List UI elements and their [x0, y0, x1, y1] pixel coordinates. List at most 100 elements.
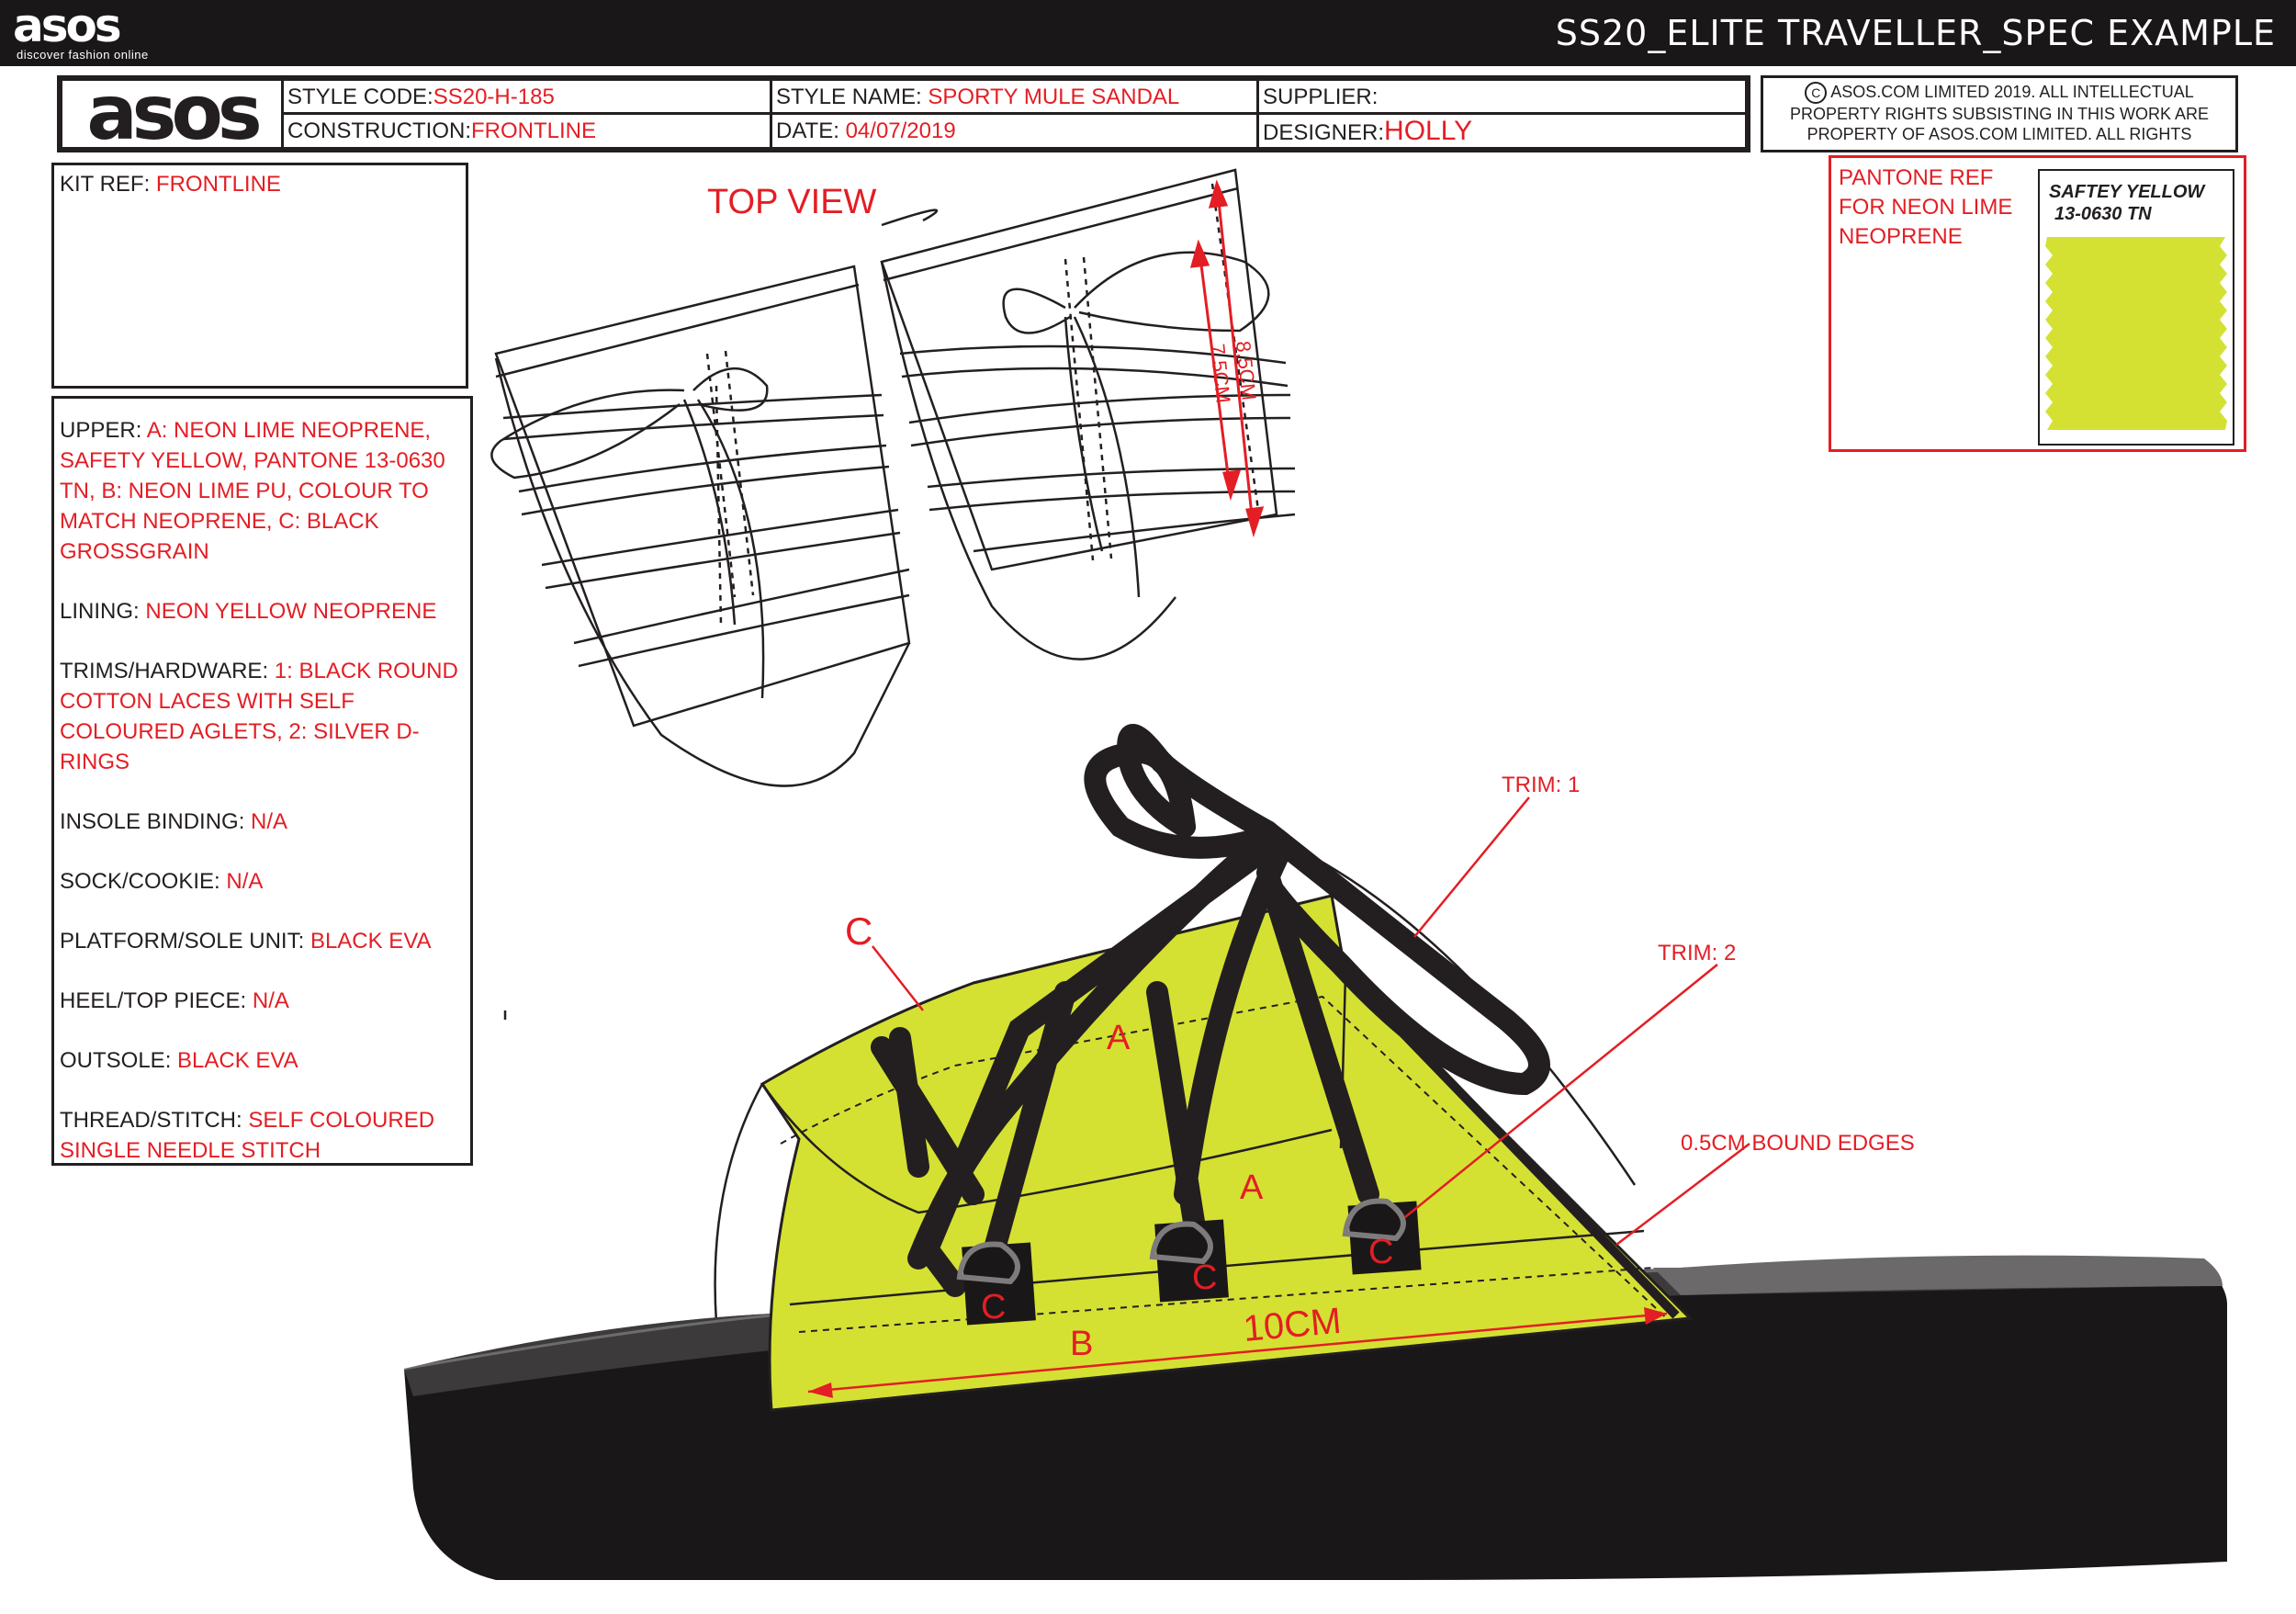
lace-bow-right [692, 367, 769, 412]
header-divider [770, 81, 772, 147]
logo-tagline: discover fashion online [17, 48, 149, 62]
bound-edge [1342, 970, 1680, 1319]
laces [871, 724, 1550, 1297]
dim-length-label: 10CM [1242, 1301, 1343, 1349]
pantone-label: PANTONE REF FOR NEON LIME NEOPRENE [1839, 165, 2013, 249]
style-name-cell: STYLE NAME: SPORTY MULE SANDAL [772, 81, 1256, 114]
arrowhead [1644, 1307, 1667, 1325]
header-logo: asos [62, 76, 284, 152]
spec-thread-value: SELF COLOURED SINGLE NEEDLE STITCH [60, 1108, 435, 1163]
label-c: C [1368, 1233, 1393, 1271]
lace-bow-left [1002, 288, 1071, 334]
arrowhead [1222, 469, 1242, 502]
construction-value: FRONTLINE [471, 119, 597, 143]
callout-line-trim2 [1404, 964, 1718, 1218]
arrowhead [808, 1383, 833, 1398]
header-table: asos STYLE CODE:SS20-H-185 CONSTRUCTION:… [57, 75, 1750, 152]
tongue-stitch [705, 350, 755, 626]
spec-heel-value: N/A [252, 988, 289, 1013]
pantone-box: PANTONE REF FOR NEON LIME NEOPRENE SAFTE… [1829, 155, 2246, 452]
document-title: SS20_ELITE TRAVELLER_SPEC EXAMPLE [1555, 13, 2276, 53]
label-c: C [1192, 1258, 1217, 1297]
designer-value: HOLLY [1384, 116, 1473, 146]
copyright-text: ASOS.COM LIMITED 2019. ALL INTELLECTUAL … [1789, 83, 2210, 144]
pantone-swatch-card: SAFTEY YELLOW 13-0630 TN [2038, 169, 2234, 446]
kit-ref-box: KIT REF: FRONTLINE [51, 163, 468, 389]
spec-thread-label: THREAD/STITCH: [60, 1108, 242, 1133]
label-a: A [1240, 1168, 1264, 1207]
callout-trim1: TRIM: 1 [1502, 773, 1580, 797]
callout-trim2: TRIM: 2 [1658, 941, 1736, 965]
spec-insole-value: N/A [251, 809, 288, 834]
top-view-label: TOP VIEW [707, 183, 877, 221]
copyright-icon: C [1805, 82, 1828, 105]
lace-bow-left [490, 389, 685, 480]
style-code-cell: STYLE CODE:SS20-H-185 [284, 81, 770, 114]
strap-line [495, 283, 860, 378]
callout-bound-edges: 0.5CM BOUND EDGES [1681, 1131, 1915, 1156]
top-view-left-sandal [490, 265, 911, 787]
spec-heel: HEEL/TOP PIECE: N/A [60, 986, 465, 1016]
spec-upper-value: A: NEON LIME NEOPRENE, SAFETY YELLOW, PA… [60, 418, 445, 564]
spec-lining-value: NEON YELLOW NEOPRENE [145, 599, 437, 624]
upper-outline [494, 265, 911, 728]
spec-platform: PLATFORM/SOLE UNIT: BLACK EVA [60, 926, 465, 956]
lace-strand [871, 1036, 985, 1205]
d-rings [956, 1198, 1406, 1285]
footbed [1653, 1255, 2223, 1295]
top-view-right-sandal [880, 168, 1296, 660]
style-name-label: STYLE NAME: [776, 85, 922, 109]
spec-insole-label: INSOLE BINDING: [60, 809, 245, 834]
upper-outline [880, 168, 1278, 571]
construction-cell: CONSTRUCTION:FRONTLINE [284, 115, 770, 148]
kit-ref-value: FRONTLINE [155, 172, 281, 197]
side-view-sandal [403, 724, 2227, 1580]
lace-strand [981, 981, 1076, 1270]
style-name-value: SPORTY MULE SANDAL [928, 85, 1180, 109]
lace-bow-loop [1084, 741, 1278, 859]
style-code-label: STYLE CODE: [287, 85, 433, 109]
spec-heel-label: HEEL/TOP PIECE: [60, 988, 247, 1013]
spec-box: UPPER: A: NEON LIME NEOPRENE, SAFETY YEL… [51, 396, 473, 1166]
kit-ref-label: KIT REF: [60, 172, 151, 197]
header-divider [1256, 81, 1259, 147]
tongue-stitch [1064, 256, 1113, 561]
callout-line-c [872, 945, 924, 1011]
sole-outline [880, 261, 1176, 660]
spec-trims-value: 1: BLACK ROUND COTTON LACES WITH SELF CO… [60, 659, 458, 774]
lace-bow-loop [1256, 820, 1550, 1096]
top-view-dimensions [1189, 179, 1265, 538]
lace-bow-loop [1117, 724, 1278, 842]
callout-c: C [845, 909, 872, 953]
arrowhead [1245, 506, 1265, 538]
foot-outline [714, 1083, 764, 1324]
strap-line [541, 508, 901, 590]
spec-outsole-value: BLACK EVA [177, 1048, 298, 1073]
swatch-name: SAFTEY YELLOW [2049, 182, 2205, 202]
spec-sock: SOCK/COOKIE: N/A [60, 866, 465, 897]
d-ring [1149, 1221, 1213, 1265]
supplier-cell: SUPPLIER: [1259, 81, 1743, 114]
d-ring [956, 1241, 1020, 1285]
lace-bow-right [1074, 251, 1270, 333]
strap-line [927, 467, 1296, 512]
date-cell: DATE: 04/07/2019 [772, 115, 1256, 148]
designer-label: DESIGNER: [1263, 120, 1385, 145]
spec-outsole: OUTSOLE: BLACK EVA [60, 1045, 465, 1076]
dim-arrow-inner [1197, 243, 1232, 497]
spec-sock-label: SOCK/COOKIE: [60, 869, 220, 894]
date-label: DATE: [776, 119, 839, 143]
arrowhead [1189, 239, 1210, 268]
spec-sock-value: N/A [226, 869, 264, 894]
style-code-value: SS20-H-185 [433, 85, 555, 109]
header-divider [281, 112, 1745, 115]
spec-lining-label: LINING: [60, 599, 140, 624]
strap-line [883, 186, 1239, 282]
spec-trims-label: TRIMS/HARDWARE: [60, 659, 269, 683]
dim-outer-label: 8.5CM [1232, 340, 1261, 401]
label-a: A [1107, 1019, 1131, 1057]
spec-upper: UPPER: A: NEON LIME NEOPRENE, SAFETY YEL… [60, 415, 465, 567]
lace-strand [1256, 862, 1379, 1205]
spec-platform-label: PLATFORM/SOLE UNIT: [60, 929, 305, 954]
